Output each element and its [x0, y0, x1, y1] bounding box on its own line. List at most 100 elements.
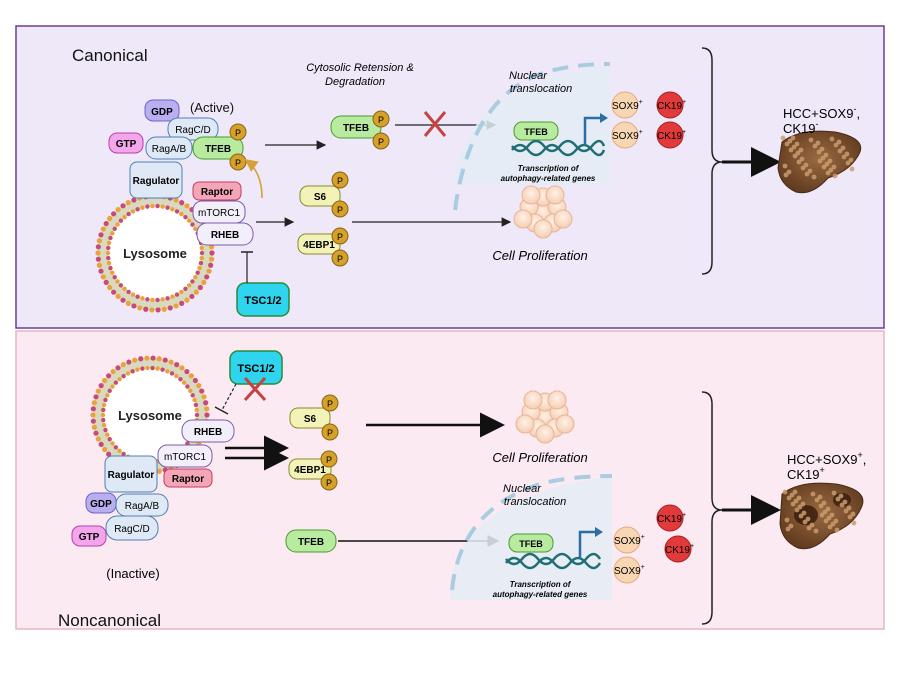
lipid-head [120, 203, 126, 209]
lipid-head [118, 283, 124, 288]
liver-nodule [833, 142, 839, 148]
sox9-label: SOX9+ [614, 534, 645, 547]
liver-nodule [823, 518, 829, 524]
ragulator-box [129, 161, 183, 199]
tsc-label: TSC1/2 [237, 363, 274, 375]
gtp-label: GTP [116, 139, 137, 150]
lipid-head [93, 430, 99, 436]
lipid-head [209, 244, 215, 250]
promoter-arrowhead [600, 113, 608, 123]
phospho-label: P [326, 455, 332, 465]
lipid-head [113, 445, 119, 450]
phospho-icon [229, 123, 247, 141]
lipid-head [170, 294, 175, 299]
lipid-head [209, 250, 215, 256]
liver-nodule [793, 498, 799, 504]
lipid-head [160, 297, 165, 302]
liver-nodule [831, 164, 837, 170]
lipid-head [121, 451, 126, 457]
lipid-head [138, 356, 144, 362]
liver-nodule [818, 503, 824, 509]
lipid-head [137, 305, 143, 311]
liver-nodule [792, 153, 798, 159]
noncanonical-tsc: TSC1/2 [214, 350, 283, 415]
canonical-state-label: (Active) [190, 100, 234, 115]
phospho-label: P [337, 232, 343, 242]
raptor-box [163, 468, 213, 488]
gtp-box [108, 132, 144, 154]
lipid-head [103, 427, 108, 433]
lipid-head [135, 367, 140, 372]
tfeb-label: TFEB [524, 127, 548, 137]
lipid-head [106, 255, 111, 261]
lipid-head [192, 377, 198, 384]
liver-nodule [798, 147, 804, 153]
sox9-label: SOX9+ [612, 99, 643, 112]
cell-proliferation-label: Cell Proliferation [492, 248, 587, 263]
lipid-head [120, 297, 126, 303]
liver-nodule [787, 138, 793, 144]
liver-nodule [846, 505, 852, 511]
lipid-head [145, 204, 150, 209]
cell [535, 424, 555, 444]
lipid-head [190, 393, 195, 398]
liver-nodule [797, 504, 803, 510]
lipid-head [107, 284, 113, 291]
dna-icon [505, 556, 602, 570]
liver-nodule [800, 501, 806, 507]
lipid-head [150, 355, 156, 361]
lipid-head [117, 448, 122, 454]
ck19-icon [664, 535, 692, 563]
transcription-label-1: Transcription of [510, 580, 572, 589]
lipid-head [165, 205, 170, 210]
liver-nodule [810, 491, 816, 497]
lipid-head [111, 289, 117, 295]
lipid-head [196, 383, 202, 389]
liver-nodule [808, 137, 814, 143]
lipid-head [150, 203, 155, 209]
lipid-head [121, 373, 126, 379]
lipid-head [115, 365, 121, 371]
lipid-head [103, 397, 108, 403]
phospho-icon [331, 227, 349, 245]
canonical-cytosolic-tfeb: TFEB P P [330, 110, 390, 150]
liver-nodule [799, 156, 805, 162]
liver-nodule [831, 490, 837, 496]
lipid-head [188, 388, 193, 393]
lipid-head [206, 268, 212, 274]
noncanonical-gene-transcription: TFEB Transcription of autophagy-related … [493, 527, 603, 599]
lipid-head [173, 197, 179, 203]
liver-nodule [850, 511, 856, 517]
liver-nodule [786, 169, 792, 175]
liver-nodule [795, 150, 801, 156]
nuclear-label-2: translocation [504, 496, 566, 508]
lipid-head [161, 306, 167, 312]
lipid-head [102, 446, 108, 453]
lipid-head [101, 422, 107, 428]
lipid-head [183, 286, 188, 292]
lipid-head [112, 226, 117, 231]
4ebp1-label: 4EBP1 [303, 240, 335, 251]
ck19-icon [656, 121, 684, 149]
tfeb-label: TFEB [298, 537, 324, 548]
lipid-head [162, 357, 168, 363]
lipid-head [140, 366, 145, 371]
lipid-head [90, 418, 96, 424]
phospho-icon [372, 110, 390, 128]
canonical-title: Canonical [72, 46, 148, 65]
sox9-icon [613, 526, 641, 554]
rheb-label: RHEB [194, 427, 222, 438]
liver-nodule [783, 172, 789, 178]
liver-nodule [817, 158, 823, 164]
liver-nodule [823, 152, 829, 158]
cell [547, 390, 567, 410]
lipid-head [106, 260, 112, 266]
cell [521, 185, 541, 205]
rheb-box [181, 419, 235, 443]
lipid-head [156, 356, 162, 362]
lipid-head [179, 289, 184, 295]
ck19-icon [656, 91, 684, 119]
lipid-head [101, 407, 106, 413]
cell [533, 219, 553, 239]
liver-nodule [820, 155, 826, 161]
